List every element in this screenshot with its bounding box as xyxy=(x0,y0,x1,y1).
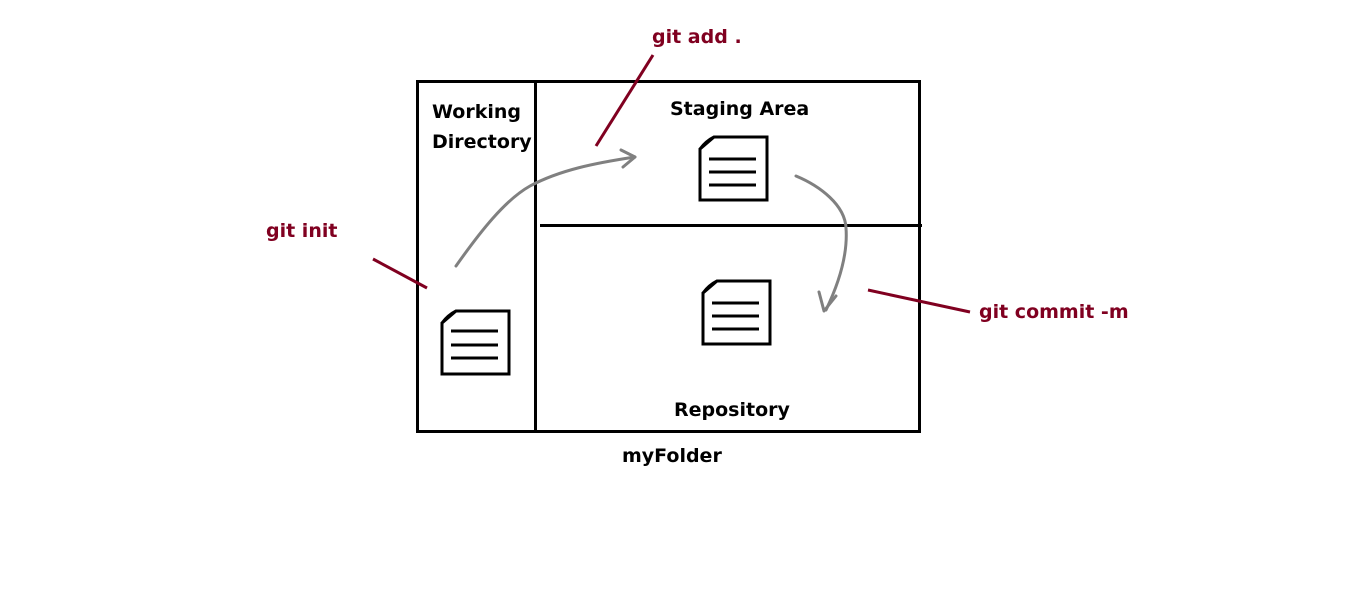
add-arrow-head-icon xyxy=(619,148,637,169)
add-arrow-icon xyxy=(454,155,637,268)
working-directory-document-icon xyxy=(440,309,511,376)
git-add-pointer xyxy=(594,54,655,147)
folder-box xyxy=(416,80,921,433)
repository-document-icon xyxy=(701,279,772,346)
working-directory-label: Working Directory xyxy=(432,101,532,153)
git-init-label: git init xyxy=(266,220,337,242)
working-directory-label-line2: Directory xyxy=(432,131,532,153)
git-commit-pointer xyxy=(867,288,971,314)
staging-area-document-icon xyxy=(698,135,769,202)
working-directory-label-line1: Working xyxy=(432,101,521,123)
commit-arrow-icon xyxy=(794,174,848,312)
git-init-pointer xyxy=(372,257,428,290)
folder-label: myFolder xyxy=(622,445,722,467)
git-commit-label: git commit -m xyxy=(979,301,1129,323)
repository-label: Repository xyxy=(674,399,790,421)
staging-area-label: Staging Area xyxy=(670,98,809,120)
commit-arrow-head-icon xyxy=(817,290,838,313)
git-add-label: git add . xyxy=(652,26,742,48)
